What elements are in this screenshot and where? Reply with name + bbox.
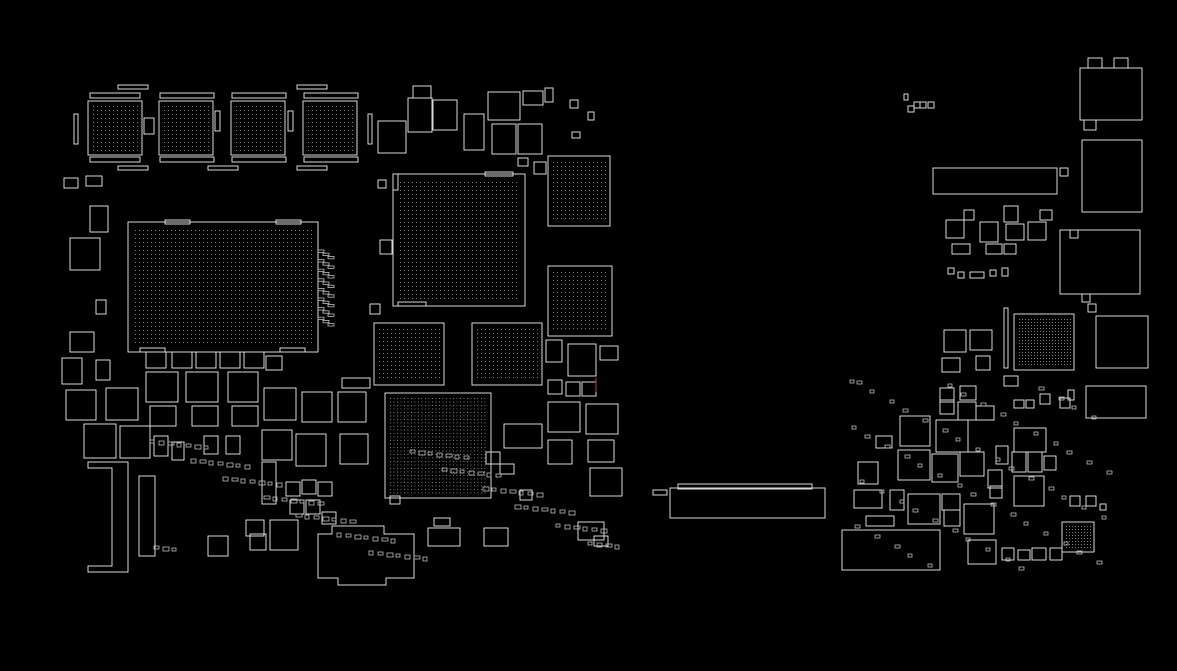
dram-chip-1[interactable] xyxy=(73,84,155,171)
top-center-components[interactable] xyxy=(377,85,554,155)
right-discrete-components[interactable] xyxy=(849,93,1113,571)
bga-right-mid[interactable] xyxy=(547,265,613,337)
io-port-connectors[interactable] xyxy=(1059,57,1149,419)
right-bottom-connector[interactable] xyxy=(841,529,941,571)
bga-lower-right[interactable] xyxy=(471,322,543,386)
left-discrete-components[interactable] xyxy=(61,99,623,562)
left-connector-vertical[interactable] xyxy=(87,461,156,573)
right-small-bga[interactable] xyxy=(1061,521,1095,553)
bga-lower-left[interactable] xyxy=(373,322,445,386)
ec-controller[interactable] xyxy=(1003,307,1075,371)
center-flex-connector[interactable] xyxy=(652,483,826,519)
bga-ball-grids xyxy=(93,106,1091,548)
right-ribbon-connector[interactable] xyxy=(932,167,1058,195)
dram-chip-2[interactable] xyxy=(158,92,221,163)
bga-right-top[interactable] xyxy=(547,155,611,227)
dram-chip-3[interactable] xyxy=(207,92,294,171)
right-board xyxy=(841,57,1149,571)
left-board xyxy=(61,84,623,586)
soc-package[interactable] xyxy=(392,171,526,307)
pch-package[interactable] xyxy=(384,392,492,499)
bottom-connector[interactable] xyxy=(317,525,509,586)
dram-chip-4[interactable] xyxy=(296,84,373,171)
